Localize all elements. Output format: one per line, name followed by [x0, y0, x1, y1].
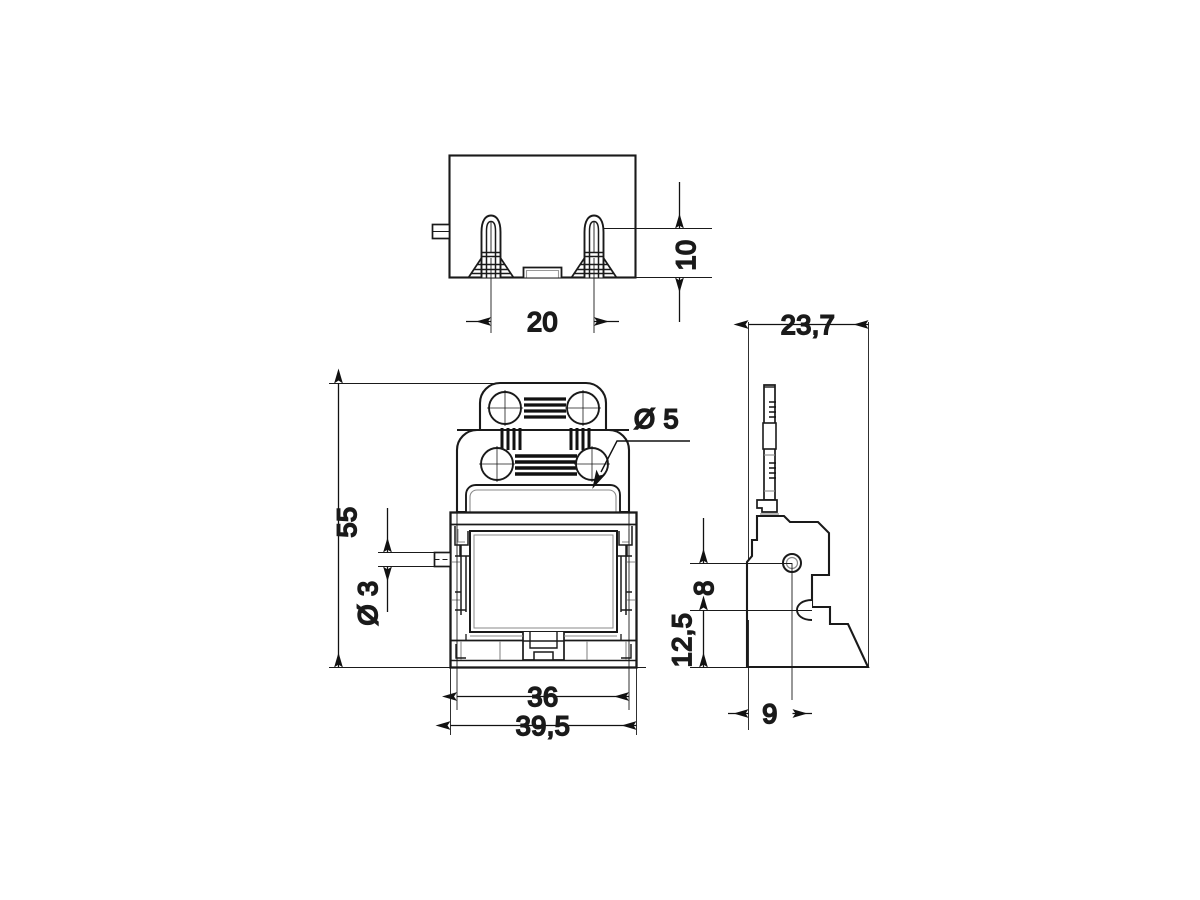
- dim-8-label: 8: [689, 580, 719, 596]
- dimension-dia-5: Ø 5: [592, 403, 690, 489]
- dim-10-label: 10: [671, 239, 701, 270]
- dimension-10: 10: [603, 182, 712, 322]
- dim-23-7-label: 23,7: [781, 310, 836, 340]
- housing-bottom-section: [450, 632, 637, 662]
- housing-side-pin-left: [433, 551, 452, 568]
- front-view: Ø 5 55 Ø 3 36 39,5: [329, 368, 690, 742]
- dim-9-label: 9: [762, 699, 778, 729]
- dimension-55: 55: [329, 368, 646, 668]
- strain-relief-ribs-lower: [515, 454, 577, 476]
- strain-relief-ribs-upper: [524, 397, 566, 419]
- top-view-side-pin: [431, 223, 451, 240]
- strain-relief-assembly: [455, 381, 631, 514]
- dimension-39-5: 39,5: [435, 667, 637, 742]
- strain-relief-ribs-right: [569, 428, 591, 450]
- dim-dia-3-label: Ø 3: [353, 580, 383, 625]
- mounting-hole-upper-right: [565, 390, 601, 426]
- dim-12-5-label: 12,5: [667, 613, 697, 668]
- dimension-36: 36: [442, 512, 630, 713]
- dimension-23-7: 23,7: [733, 309, 869, 667]
- strain-relief-skirt: [465, 484, 621, 512]
- dim-55-label: 55: [332, 506, 362, 537]
- dimension-dia-3: Ø 3: [352, 508, 440, 626]
- top-view: 10 20: [431, 154, 712, 338]
- side-view-blade: [762, 384, 777, 501]
- side-view-profile: [745, 514, 870, 669]
- dim-36-label: 36: [527, 682, 558, 712]
- strain-relief-ribs-left: [500, 428, 522, 450]
- housing-cavity: [469, 530, 618, 633]
- mounting-hole-upper-left: [487, 390, 523, 426]
- dimension-8: 8: [688, 518, 812, 611]
- dimension-12-5: 12,5: [666, 595, 748, 668]
- housing-body: [433, 511, 638, 669]
- top-view-center-pad: [522, 266, 563, 278]
- side-view-notch: [796, 599, 813, 621]
- top-view-latch-post-right: [570, 214, 618, 278]
- dim-39-5-label: 39,5: [516, 711, 571, 741]
- side-view-mounting-hole: [782, 553, 802, 700]
- side-view: 23,7 8 12,5 9: [666, 309, 870, 730]
- top-view-body-outline: [448, 154, 637, 279]
- dimension-20: 20: [466, 258, 619, 338]
- dim-dia-5-label: Ø 5: [634, 404, 679, 434]
- mounting-hole-lower-left: [479, 446, 515, 482]
- dimension-9: 9: [728, 620, 812, 730]
- dim-20-label: 20: [527, 307, 558, 337]
- side-view-neck: [756, 499, 778, 513]
